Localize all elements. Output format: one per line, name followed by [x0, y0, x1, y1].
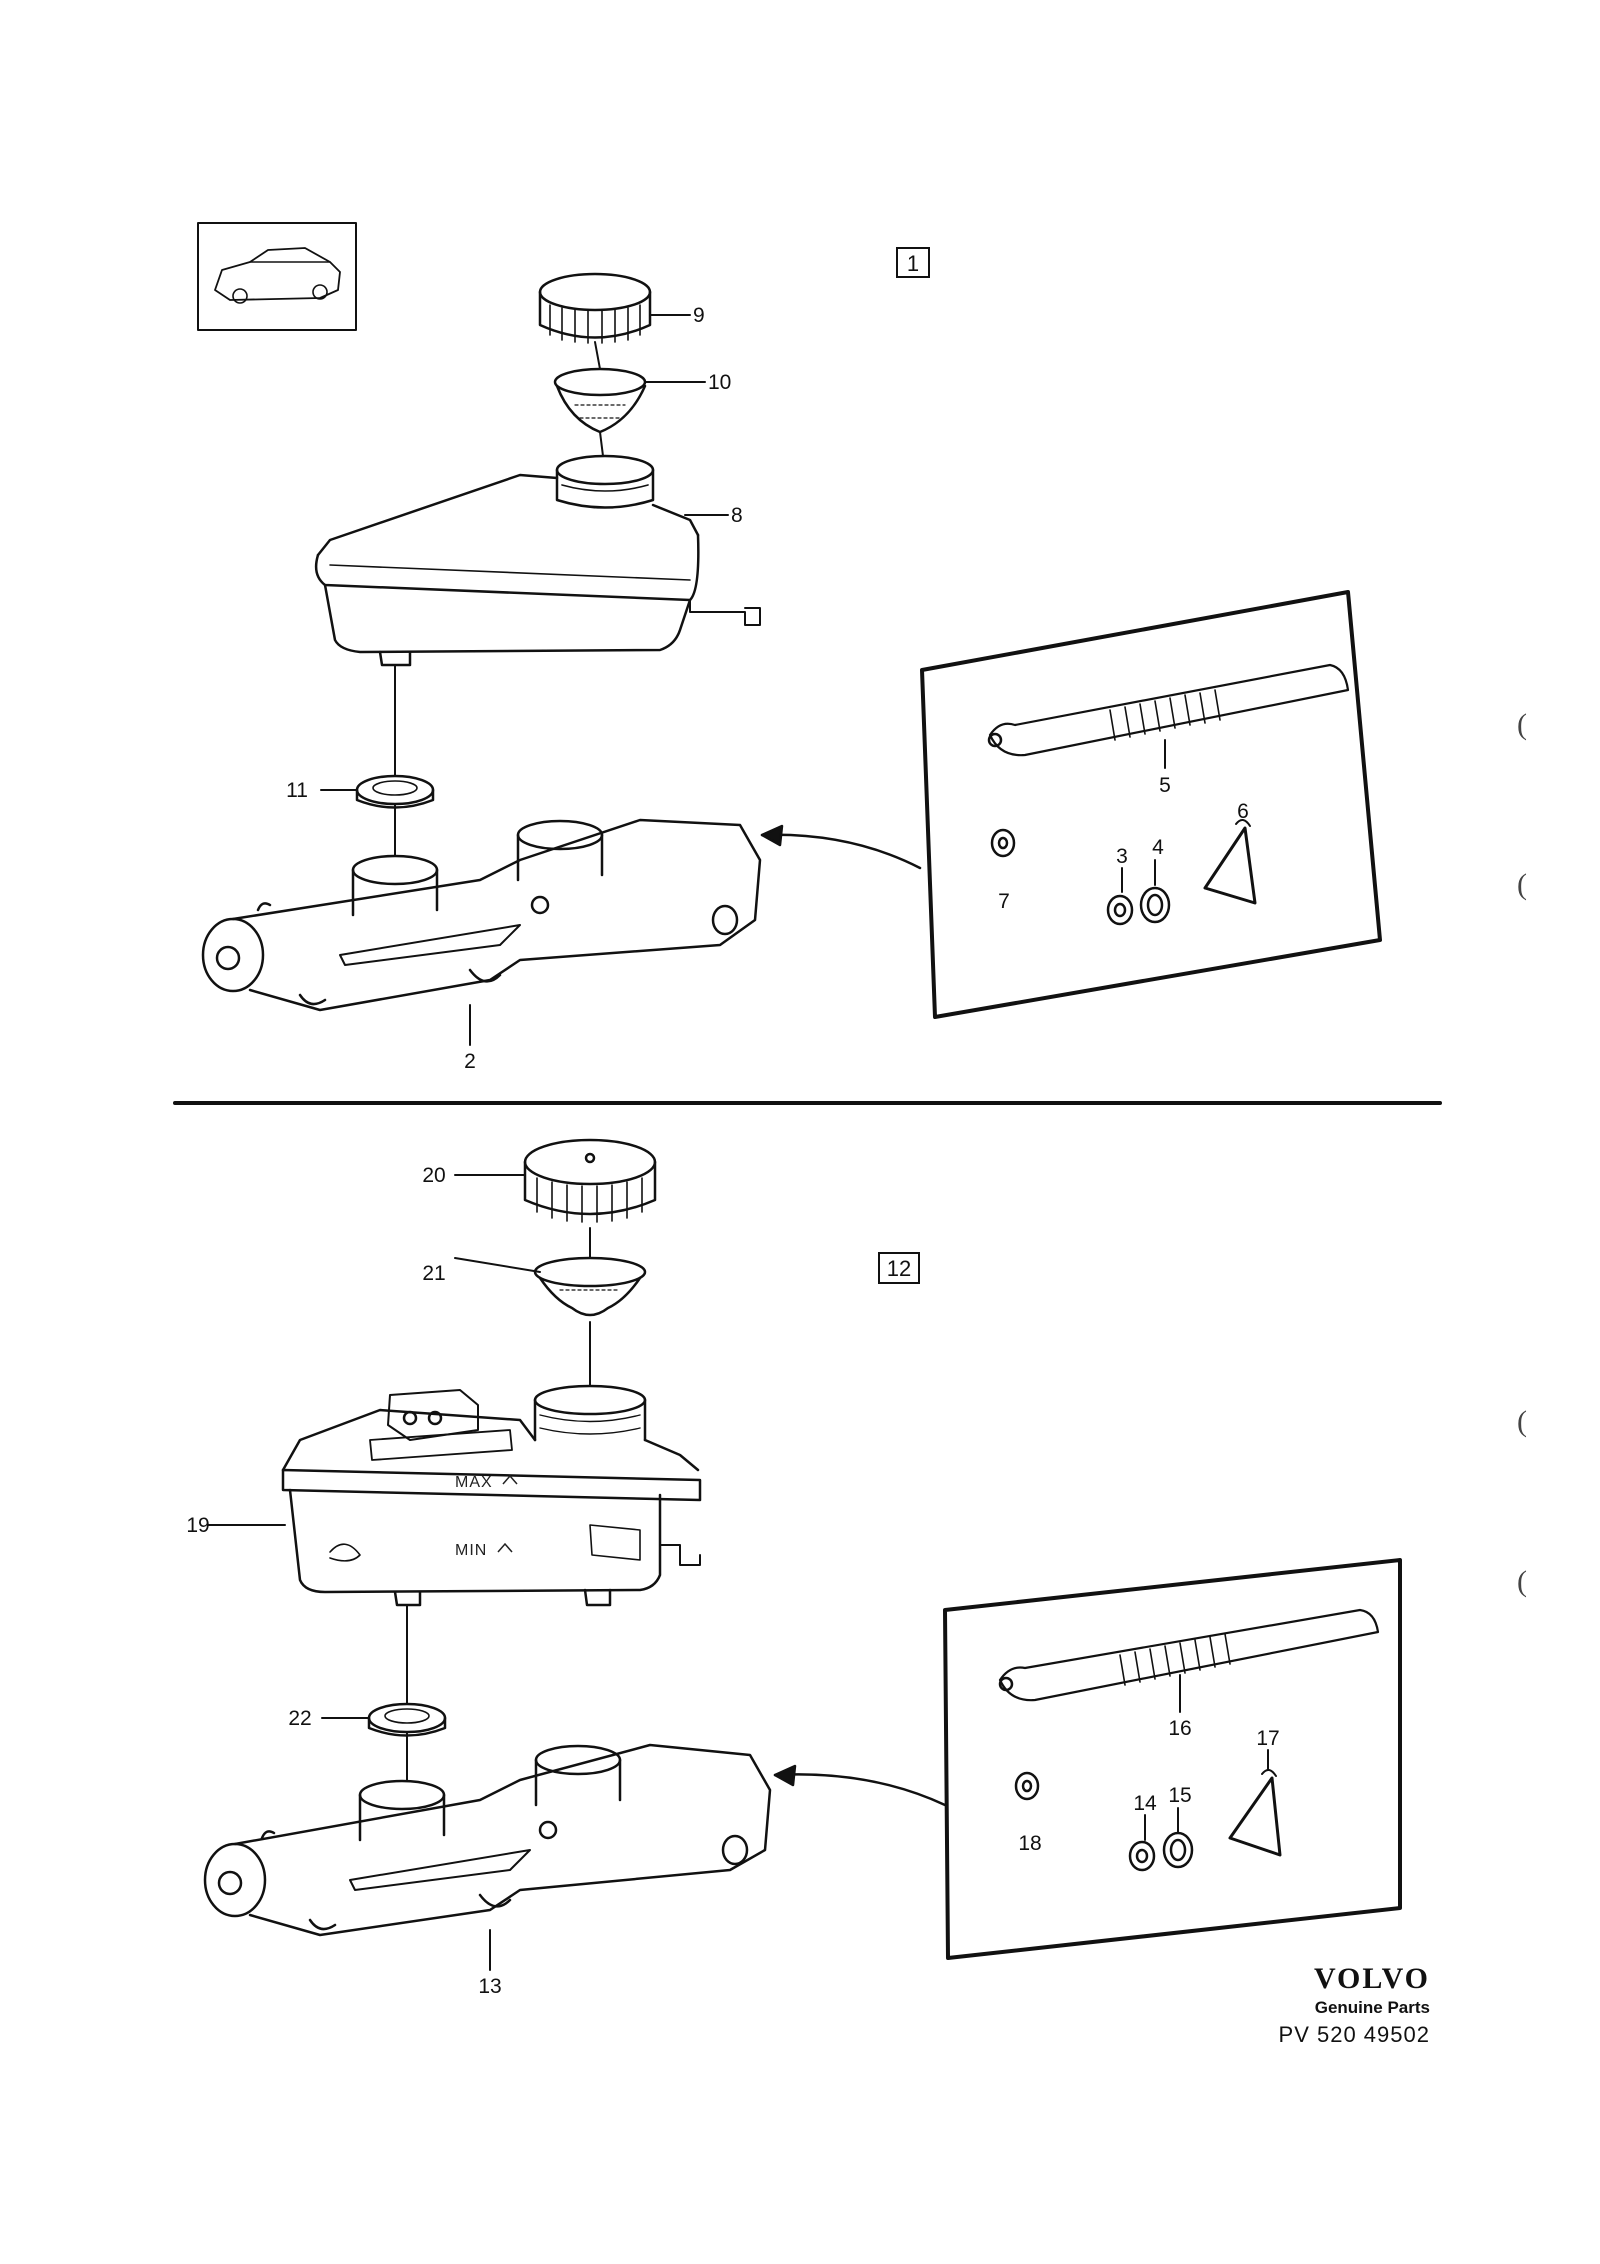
callout-6: 6 [1237, 800, 1249, 823]
repair-kit-inset-b [943, 1558, 1402, 1960]
master-cylinder-b [203, 1743, 772, 1937]
callout-21: 21 [422, 1262, 445, 1285]
master-cylinder-a [201, 818, 762, 1012]
brand-block: VOLVO Genuine Parts PV 520 49502 [1210, 1962, 1430, 2048]
embossed-min: MIN [455, 1542, 487, 1559]
section-box-label-a: 1 [907, 251, 919, 276]
reservoir-filter-b [533, 1256, 647, 1317]
margin-mark: ( [1517, 868, 1527, 901]
callout-16: 16 [1168, 1717, 1191, 1740]
callout-20: 20 [422, 1164, 445, 1187]
margin-mark: ( [1517, 1565, 1527, 1598]
fluid-reservoir-b [281, 1384, 702, 1607]
callout-3: 3 [1116, 845, 1128, 868]
callout-11: 11 [286, 779, 308, 802]
reservoir-cap-b [523, 1138, 657, 1223]
grommet-seal-a [355, 774, 435, 809]
callout-15: 15 [1168, 1784, 1191, 1807]
fluid-reservoir-a [314, 454, 761, 667]
callout-10: 10 [708, 371, 731, 394]
brand-tagline: Genuine Parts [1314, 1998, 1430, 2017]
callout-19: 19 [186, 1514, 209, 1537]
grommet-seal-b [367, 1702, 447, 1737]
repair-kit-inset-a [920, 590, 1382, 1019]
embossed-max: MAX [455, 1474, 493, 1491]
reservoir-cap-a [538, 272, 652, 344]
callout-18: 18 [1018, 1832, 1041, 1855]
callout-9: 9 [693, 304, 705, 327]
callout-7: 7 [998, 890, 1010, 913]
reservoir-filter-a [553, 367, 647, 434]
callout-14: 14 [1133, 1792, 1157, 1815]
callout-22: 22 [288, 1707, 311, 1730]
callout-17: 17 [1256, 1727, 1279, 1750]
section-box-label-b: 12 [887, 1256, 911, 1281]
callout-5: 5 [1159, 774, 1171, 797]
callout-13: 13 [478, 1975, 501, 1998]
vehicle-thumbnail [197, 222, 357, 331]
margin-mark: ( [1517, 1405, 1527, 1438]
callout-8: 8 [731, 504, 743, 527]
margin-mark: ( [1517, 708, 1527, 741]
callout-2: 2 [464, 1050, 476, 1073]
brand-logo: VOLVO [1313, 1962, 1430, 1995]
callout-4: 4 [1152, 836, 1164, 859]
part-number: PV 520 49502 [1278, 2022, 1430, 2047]
